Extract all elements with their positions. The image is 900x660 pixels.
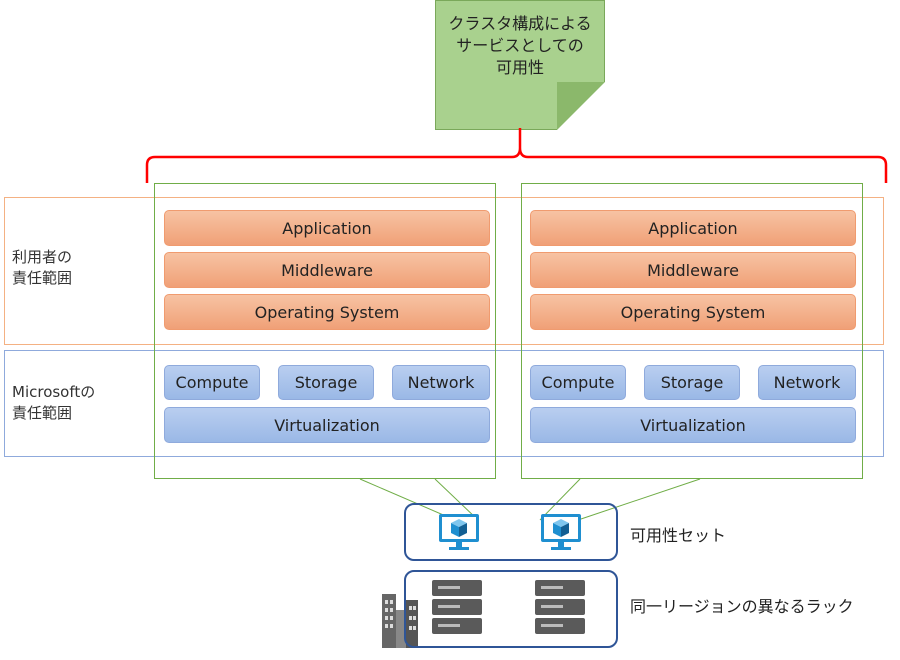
- os-bar: Operating System: [530, 294, 856, 330]
- storage-box: Storage: [644, 365, 740, 400]
- network-box: Network: [392, 365, 490, 400]
- availability-set-label: 可用性セット: [630, 526, 727, 545]
- vm2-link-right: [577, 478, 701, 521]
- vm-frame-2: [521, 183, 863, 479]
- storage-box: Storage: [278, 365, 374, 400]
- vm-monitor-icon: [439, 514, 479, 550]
- application-bar: Application: [530, 210, 856, 246]
- microsoft-band-label: Microsoftの 責任範囲: [12, 383, 96, 422]
- vm-monitor-icon: [541, 514, 581, 550]
- vm1-link-right: [434, 478, 479, 521]
- compute-box: Compute: [530, 365, 626, 400]
- vm2-link-left: [539, 478, 581, 521]
- vm-frame-1: [154, 183, 496, 479]
- network-box: Network: [758, 365, 856, 400]
- application-bar: Application: [164, 210, 490, 246]
- virtualization-bar: Virtualization: [164, 407, 490, 443]
- availability-set-box: [404, 503, 618, 561]
- user-responsibility-band: [4, 197, 884, 345]
- compute-box: Compute: [164, 365, 260, 400]
- building-icon: [382, 594, 418, 648]
- note-text: クラスタ構成による サービスとしての 可用性: [448, 14, 592, 77]
- sticky-note: クラスタ構成による サービスとしての 可用性: [435, 0, 605, 130]
- vm1-link-left: [359, 478, 456, 521]
- rack-label: 同一リージョンの異なるラック: [630, 597, 854, 616]
- middleware-bar: Middleware: [164, 252, 490, 288]
- user-band-label: 利用者の 責任範囲: [12, 248, 73, 287]
- microsoft-responsibility-band: [4, 350, 884, 457]
- virtualization-bar: Virtualization: [530, 407, 856, 443]
- server-rack-icon: [432, 580, 482, 634]
- middleware-bar: Middleware: [530, 252, 856, 288]
- rack-region-box: [404, 570, 618, 648]
- red-brace: [145, 128, 888, 183]
- server-rack-icon: [535, 580, 585, 634]
- note-fold: [557, 82, 605, 130]
- os-bar: Operating System: [164, 294, 490, 330]
